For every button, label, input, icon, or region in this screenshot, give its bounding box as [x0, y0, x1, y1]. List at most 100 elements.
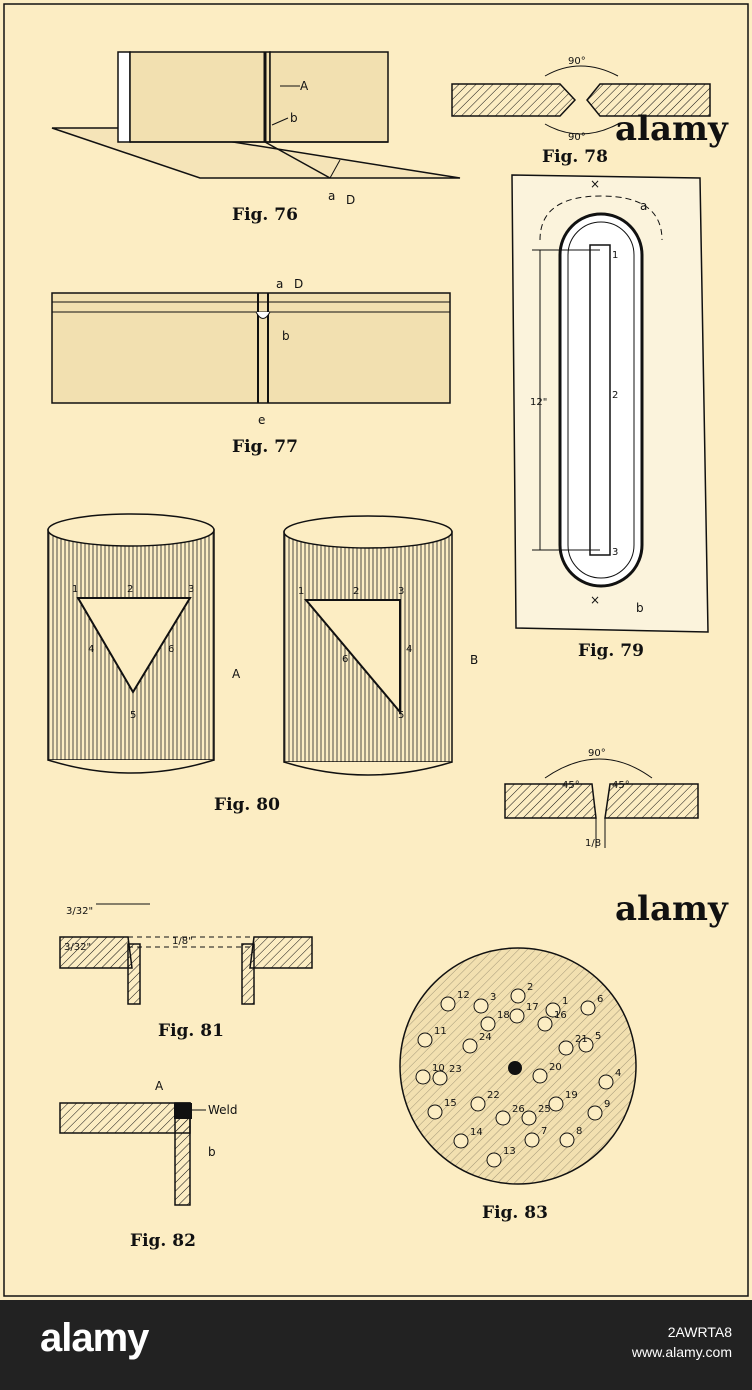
- fig83-hole: [453, 1133, 469, 1149]
- fig77-label-e: e: [258, 413, 265, 427]
- fig81-dim-top: 3/32": [66, 906, 93, 917]
- fig79-label-a: a: [640, 199, 647, 213]
- fig83-hole: [417, 1032, 433, 1048]
- fig79-label-b: b: [636, 601, 644, 615]
- fig-groove-single-v: [504, 758, 699, 848]
- fig79-point-1: 1: [612, 250, 618, 261]
- fig83-hole-label: 3: [490, 992, 496, 1003]
- fig77-label-a: a: [276, 277, 283, 291]
- fig80b-tag: B: [470, 653, 478, 667]
- fig82-caption: Fig. 82: [130, 1231, 196, 1251]
- fig80b-point-1: 1: [298, 586, 304, 597]
- fig83-hole-label: 5: [595, 1031, 601, 1042]
- fig77-caption: Fig. 77: [232, 437, 298, 457]
- fig83-hole: [510, 988, 526, 1004]
- fig83-hole-label: 1: [562, 996, 568, 1007]
- fig79-caption: Fig. 79: [578, 641, 644, 661]
- fig83-hole-label: 25: [538, 1104, 551, 1115]
- watermark-upper: alamy: [615, 109, 729, 149]
- fig83-hole-label: 10: [432, 1063, 445, 1074]
- fig83-hole: [480, 1016, 496, 1032]
- fig83-hole: [473, 998, 489, 1014]
- fig83-hole-label: 15: [444, 1098, 457, 1109]
- fig83-hole: [486, 1152, 502, 1168]
- fig76-label-a-upper: A: [300, 79, 309, 93]
- fig83-hole-label: 26: [512, 1104, 525, 1115]
- fig80-cylinder-a: [47, 513, 215, 774]
- fig78-angle-top: 90°: [568, 56, 586, 67]
- fig83-hole: [521, 1110, 537, 1126]
- fig83-hole-label: 13: [503, 1146, 516, 1157]
- fig81-dim-left: 3/32": [64, 942, 91, 953]
- fig83-hole: [580, 1000, 596, 1016]
- fig80a-point-2: 2: [127, 584, 133, 595]
- fig83-hole-label: 8: [576, 1126, 582, 1137]
- fig83-caption: Fig. 83: [482, 1203, 548, 1223]
- fig83-hole-label: 24: [479, 1032, 492, 1043]
- fig83-hole-label: 12: [457, 990, 470, 1001]
- fig83-hole: [462, 1038, 478, 1054]
- fig79-point-3: 3: [612, 547, 618, 558]
- fig83-hole: [537, 1016, 553, 1032]
- fig80a-point-5: 5: [130, 710, 136, 721]
- fig83-tube-plate: [399, 947, 637, 1185]
- fig79-point-2: 2: [612, 390, 618, 401]
- fig82-label-a: A: [155, 1079, 164, 1093]
- fig80a-tag: A: [232, 667, 241, 681]
- fig83-hole: [578, 1037, 594, 1053]
- fig78-angle-bottom: 90°: [568, 132, 586, 143]
- groove-gap: 1/8: [585, 838, 601, 849]
- fig83-hole-label: 9: [604, 1099, 610, 1110]
- fig79-length: 12": [530, 397, 547, 408]
- fig83-hole-label: 14: [470, 1127, 483, 1138]
- fig83-hole: [427, 1104, 443, 1120]
- watermark-lower: alamy: [615, 889, 729, 929]
- fig80-caption: Fig. 80: [214, 795, 280, 815]
- fig80b-point-4: 4: [406, 644, 412, 655]
- fig83-hole-label: 4: [615, 1068, 621, 1079]
- fig83-hole-label: 22: [487, 1090, 500, 1101]
- fig79-slot-weld: [511, 174, 709, 633]
- fig78-double-v-groove: [451, 65, 711, 135]
- fig77-label-d: D: [294, 277, 303, 291]
- fig80a-point-4: 4: [88, 644, 94, 655]
- fig83-hole-label: 21: [575, 1034, 588, 1045]
- fig83-hole: [545, 1002, 561, 1018]
- fig76-t-joint: [51, 51, 461, 179]
- fig83-hole-label: 20: [549, 1062, 562, 1073]
- fig83-hole: [559, 1132, 575, 1148]
- fig78-caption: Fig. 78: [542, 147, 608, 167]
- fig80b-point-5: 5: [398, 710, 404, 721]
- fig80-cylinder-b: [283, 515, 453, 776]
- fig79-mark-bottom: ×: [590, 593, 600, 607]
- fig76-label-d: D: [346, 193, 355, 207]
- fig82-label-weld: Weld: [208, 1103, 238, 1117]
- fig83-hole: [587, 1105, 603, 1121]
- fig83-hole: [415, 1069, 431, 1085]
- watermark-meta: 2AWRTA8 www.alamy.com: [632, 1322, 732, 1362]
- fig82-corner-weld: [59, 1102, 206, 1206]
- fig80b-point-6: 6: [342, 654, 348, 665]
- fig80b-point-3: 3: [398, 586, 404, 597]
- fig80b-point-2: 2: [353, 586, 359, 597]
- watermark-site: www.alamy.com: [631, 1344, 732, 1360]
- fig83-hole-label: 11: [434, 1026, 447, 1037]
- fig83-hole: [440, 996, 456, 1012]
- fig79-mark-top: ×: [590, 177, 600, 191]
- illustration-plate: A b a D Fig. 76 a D b e Fig. 77 90° 90° …: [3, 3, 749, 1297]
- fig83-hole-label: 7: [541, 1126, 547, 1137]
- fig76-caption: Fig. 76: [232, 205, 298, 225]
- fig77-butt-joint: [51, 292, 451, 404]
- fig83-hole-label: 18: [497, 1010, 510, 1021]
- fig81-dim-right: 1/8": [172, 936, 193, 947]
- fig83-hole-label: 6: [597, 994, 603, 1005]
- fig82-label-b: b: [208, 1145, 216, 1159]
- fig83-hole: [598, 1074, 614, 1090]
- fig81-caption: Fig. 81: [158, 1021, 224, 1041]
- fig83-hole: [558, 1040, 574, 1056]
- fig83-hole-label: 2: [527, 982, 533, 993]
- fig81-flange-section: [59, 903, 313, 1005]
- groove-angle-total: 90°: [588, 748, 606, 759]
- fig83-hole: [509, 1008, 525, 1024]
